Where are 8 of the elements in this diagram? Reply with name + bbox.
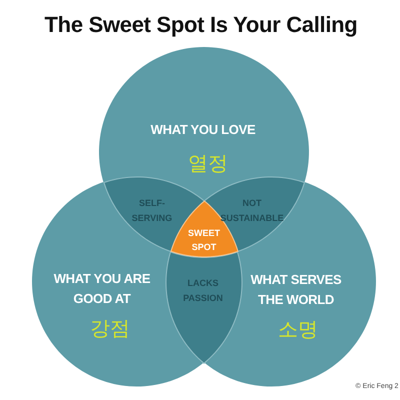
title: The Sweet Spot Is Your Calling xyxy=(44,12,358,38)
circle-label: WHAT YOU ARE GOOD AT xyxy=(52,270,151,308)
region-label: SWEET SPOT xyxy=(186,226,221,254)
korean-label: 소명 xyxy=(278,316,318,341)
korean-label: 강점 xyxy=(89,316,130,340)
circle-label: WHAT YOU LOVE xyxy=(150,121,256,139)
circle-label: WHAT SERVES THE WORLD xyxy=(250,270,342,309)
korean-label: 열정 xyxy=(187,151,228,175)
